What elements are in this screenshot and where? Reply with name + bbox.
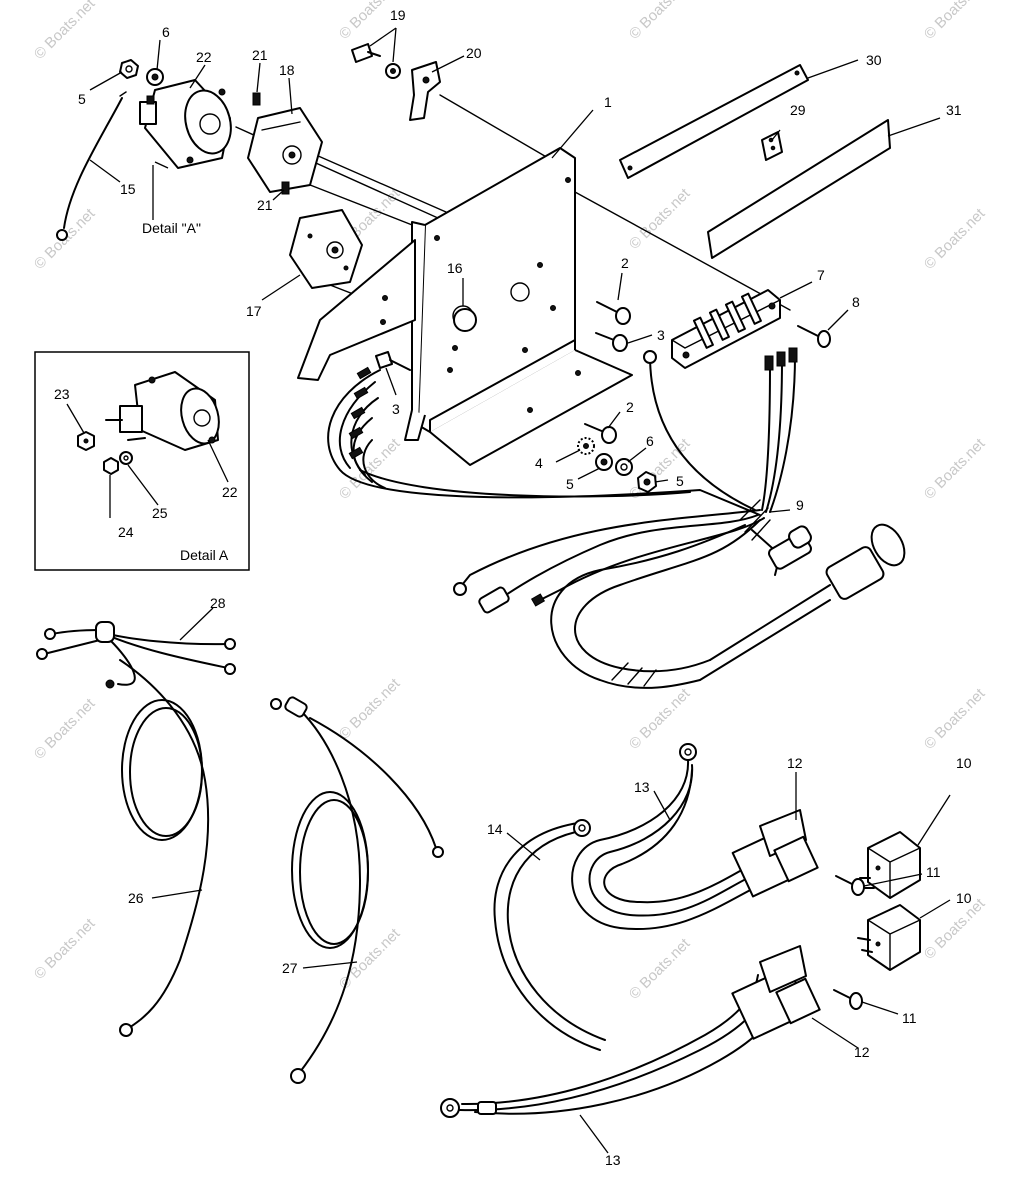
callout-26: 26 xyxy=(128,890,144,906)
callout-2: 2 xyxy=(626,399,634,415)
leader-lines xyxy=(66,27,951,1154)
callout-1: 1 xyxy=(604,94,612,110)
circuit-breaker-lower xyxy=(289,209,363,289)
callout-31: 31 xyxy=(946,102,962,118)
detail-label-inline: Detail "A" xyxy=(142,220,201,236)
callout-3: 3 xyxy=(657,327,665,343)
bolt-3-left xyxy=(375,351,411,371)
callout-2: 2 xyxy=(621,255,629,271)
callouts: 1 2 3 3 2 4 5 5 6 6 5 7 8 9 10 10 11 11 … xyxy=(54,7,972,1168)
callout-13: 13 xyxy=(634,779,650,795)
watermark: © Boats.net xyxy=(626,935,694,1003)
screw-11-upper xyxy=(835,875,865,896)
nut-5-lower-right xyxy=(637,471,657,493)
bolt-2-upper xyxy=(596,301,631,325)
callout-13: 13 xyxy=(605,1152,621,1168)
detail-a-inset xyxy=(34,351,250,571)
circuit-breaker-upper xyxy=(247,107,323,193)
watermark: © Boats.net xyxy=(336,675,404,743)
callout-19: 19 xyxy=(390,7,406,23)
watermark: © Boats.net xyxy=(31,0,99,63)
callout-24: 24 xyxy=(118,524,134,540)
nut-and-washer-top xyxy=(119,59,164,86)
callout-23: 23 xyxy=(54,386,70,402)
solenoid xyxy=(139,79,232,169)
relay-upper xyxy=(859,831,921,899)
callout-3: 3 xyxy=(392,401,400,417)
callout-14: 14 xyxy=(487,821,503,837)
watermark: © Boats.net xyxy=(31,915,99,983)
watermark: © Boats.net xyxy=(921,435,989,503)
relay-lower xyxy=(857,904,921,971)
mounting-bracket xyxy=(297,147,633,466)
bolt-3-upper xyxy=(595,332,628,352)
watermark: © Boats.net xyxy=(626,0,694,43)
callout-11: 11 xyxy=(902,1010,917,1026)
coiled-wire-27 xyxy=(270,696,444,1084)
callout-8: 8 xyxy=(852,294,860,310)
callout-30: 30 xyxy=(866,52,882,68)
callout-6: 6 xyxy=(646,433,654,449)
watermark: © Boats.net xyxy=(921,685,989,753)
terminal-block xyxy=(671,289,781,369)
callout-4: 4 xyxy=(535,455,543,471)
callout-10: 10 xyxy=(956,890,972,906)
callout-16: 16 xyxy=(447,260,463,276)
terminal-clip xyxy=(761,131,783,161)
cable-clamp xyxy=(409,61,441,121)
detail-label-inset: Detail A xyxy=(180,547,229,563)
callout-17: 17 xyxy=(246,303,262,319)
relay-harness-lower xyxy=(440,945,821,1118)
screw-21-top xyxy=(252,92,261,106)
callout-21: 21 xyxy=(257,197,273,213)
watermark: © Boats.net xyxy=(31,695,99,763)
callout-27: 27 xyxy=(282,960,298,976)
callout-25: 25 xyxy=(152,505,168,521)
watermark: © Boats.net xyxy=(626,185,694,253)
watermark: © Boats.net xyxy=(336,435,404,503)
washer-6-lower xyxy=(615,458,633,476)
branch-harness xyxy=(36,621,236,689)
callout-28: 28 xyxy=(210,595,226,611)
callout-12: 12 xyxy=(854,1044,870,1060)
callout-11: 11 xyxy=(926,864,941,880)
watermark: © Boats.net xyxy=(921,895,989,963)
callout-12: 12 xyxy=(787,755,803,771)
callout-7: 7 xyxy=(817,267,825,283)
grommet xyxy=(453,308,477,332)
screw-11-lower xyxy=(833,989,863,1010)
terminal-plate xyxy=(619,64,809,179)
watermark: © Boats.net xyxy=(921,0,989,43)
coiled-wire-26 xyxy=(119,659,210,1037)
callout-9: 9 xyxy=(796,497,804,513)
screw-and-washer-19 xyxy=(351,43,401,79)
relay-harness-upper xyxy=(493,743,819,1051)
decal xyxy=(707,119,891,259)
callout-22: 22 xyxy=(222,484,238,500)
star-washer xyxy=(577,437,595,455)
callout-20: 20 xyxy=(466,45,482,61)
callout-5: 5 xyxy=(676,473,684,489)
callout-21: 21 xyxy=(252,47,268,63)
callout-5: 5 xyxy=(78,91,86,107)
short-wire-lead xyxy=(56,91,127,241)
callout-6: 6 xyxy=(162,24,170,40)
callout-29: 29 xyxy=(790,102,806,118)
main-wire-harness xyxy=(327,347,906,689)
callout-5: 5 xyxy=(566,476,574,492)
watermark: © Boats.net xyxy=(921,205,989,273)
watermark: © Boats.net xyxy=(626,685,694,753)
callout-10: 10 xyxy=(956,755,972,771)
callout-15: 15 xyxy=(120,181,136,197)
screw-21-mid xyxy=(281,181,290,195)
callout-22: 22 xyxy=(196,49,212,65)
callout-18: 18 xyxy=(279,62,295,78)
screw-8 xyxy=(797,325,831,348)
nut-5-lower-left xyxy=(595,453,613,471)
